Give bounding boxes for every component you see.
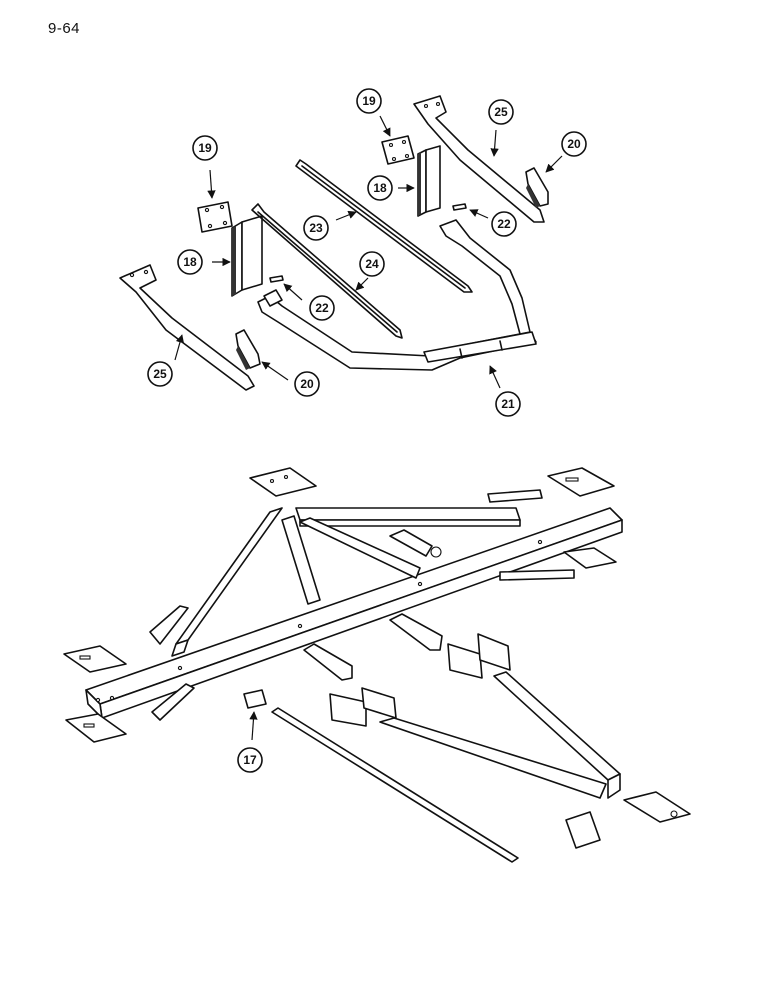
callout-23: 23 <box>303 210 357 241</box>
rear-tube <box>295 507 521 527</box>
callout-label: 18 <box>183 255 197 269</box>
callout-leader <box>207 169 216 199</box>
clip-17 <box>243 689 267 709</box>
callout-balloon <box>177 249 203 275</box>
callout-leader <box>249 711 258 741</box>
right-top-plate <box>547 467 615 497</box>
bracket-right-pair <box>447 633 511 679</box>
callout-balloon <box>488 99 514 125</box>
callout-leader <box>355 277 369 291</box>
callout-balloon <box>147 361 173 387</box>
callout-label: 22 <box>315 301 329 315</box>
callout-21: 21 <box>489 365 521 417</box>
brace-rod-23 <box>295 159 473 293</box>
bottom-right-plate <box>623 791 691 823</box>
bracket-center-a <box>303 643 353 681</box>
callout-leader <box>261 361 289 381</box>
cross-tube-lower <box>379 717 607 799</box>
callout-balloon <box>367 175 393 201</box>
callout-label: 17 <box>243 753 257 767</box>
callout-balloon <box>491 211 517 237</box>
callout-label: 23 <box>309 221 323 235</box>
u-frame <box>257 219 537 371</box>
callout-balloon <box>561 131 587 157</box>
angled-bracket-center <box>299 517 442 579</box>
callout-label: 18 <box>373 181 387 195</box>
callout-25: 25 <box>488 99 514 157</box>
callout-leader <box>490 129 499 157</box>
bracket-left-lower <box>151 683 195 721</box>
right-end-bracket <box>565 811 601 849</box>
right-mid-plate <box>563 547 617 569</box>
callout-label: 25 <box>494 105 508 119</box>
callout-label: 20 <box>567 137 581 151</box>
callout-balloon <box>495 391 521 417</box>
callout-leader <box>174 334 185 361</box>
callout-label: 19 <box>198 141 212 155</box>
lower-frame-assembly <box>63 467 691 863</box>
callout-balloon <box>309 295 335 321</box>
callout-20: 20 <box>545 131 587 173</box>
long-rod <box>271 707 519 863</box>
pin-right <box>452 203 467 211</box>
callout-leader <box>545 155 563 173</box>
callout-20: 20 <box>261 361 320 397</box>
callout-balloon <box>303 215 329 241</box>
callout-layer: 19 18 25 20 22 23 24 21 19 18 25 20 22 17 <box>147 88 587 773</box>
callout-balloon <box>192 135 218 161</box>
callout-18: 18 <box>177 249 231 275</box>
callout-19: 19 <box>356 88 391 137</box>
callout-leader <box>379 115 391 137</box>
left-plate-bottom <box>65 713 127 743</box>
bracket-center-b <box>389 613 443 651</box>
callout-label: 22 <box>497 217 511 231</box>
callout-24: 24 <box>355 251 385 291</box>
left-plate-top <box>63 645 127 673</box>
clamp-left <box>235 329 261 370</box>
bracket-left-upright <box>149 605 189 645</box>
callout-label: 21 <box>501 397 515 411</box>
upper-frame-assembly <box>119 95 549 391</box>
callout-25: 25 <box>147 334 185 387</box>
right-side-brackets <box>487 489 575 581</box>
main-cross-beam <box>85 507 623 719</box>
callout-label: 20 <box>300 377 314 391</box>
mounting-plate-right <box>381 135 415 165</box>
callout-22: 22 <box>283 283 335 321</box>
callout-leader <box>489 365 501 389</box>
mounting-plate-left <box>197 201 233 233</box>
bracket-right-tube <box>493 671 621 799</box>
callout-18: 18 <box>367 175 415 201</box>
callout-leader <box>283 283 303 301</box>
callout-label: 19 <box>362 94 376 108</box>
hitch-arm-left <box>119 264 255 391</box>
callout-leader <box>335 210 357 221</box>
callout-17: 17 <box>237 711 263 773</box>
hitch-arm-right <box>413 95 545 223</box>
callout-balloon <box>237 747 263 773</box>
clamp-right <box>525 167 549 208</box>
diagonal-arm-left <box>171 507 283 657</box>
callout-label: 24 <box>365 257 379 271</box>
callout-balloon <box>356 88 382 114</box>
pin-left <box>269 275 284 283</box>
upright-channel-left <box>231 215 263 297</box>
callout-19: 19 <box>192 135 218 199</box>
brace-rod-24 <box>251 203 403 339</box>
callout-22: 22 <box>469 209 517 237</box>
callout-label: 25 <box>153 367 167 381</box>
callout-balloon <box>359 251 385 277</box>
callout-balloon <box>294 371 320 397</box>
upright-channel-right <box>417 145 441 217</box>
callout-leader <box>469 209 489 219</box>
diagonal-arm-center <box>281 515 321 605</box>
top-plate <box>249 467 317 497</box>
page-number: 9-64 <box>48 20 81 37</box>
